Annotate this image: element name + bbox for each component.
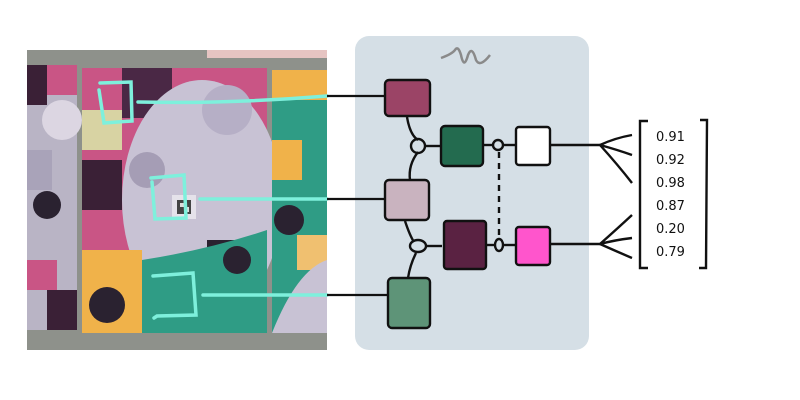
hidden-node-1 [439,124,485,168]
output-node-1 [514,125,552,167]
output-value: 0.79 [656,245,685,260]
highlight-box-middle [149,173,188,221]
output-value: 0.98 [656,176,685,191]
input-node-2 [383,178,431,222]
input-connectors [327,94,388,297]
input-node-3 [386,276,432,330]
merge-node-2 [408,238,428,254]
wave-squiggle-icon [440,47,491,65]
mural-left-panel [27,65,82,330]
highlight-regions [97,80,329,320]
merge-node-1 [409,137,427,155]
output-node-2 [514,225,552,267]
fanout-top [599,133,633,184]
output-value: 0.92 [656,153,685,168]
fanout-bottom [599,214,633,260]
left-bracket [638,119,648,270]
mural-right-panel [272,70,327,335]
output-value: 0.91 [656,130,685,145]
input-node-1 [383,78,432,118]
output-value: 0.20 [656,222,685,237]
right-bracket [699,118,709,270]
highlight-box-top [97,80,134,125]
network-graph [383,78,709,330]
hidden-node-2 [442,219,488,271]
output-value: 0.87 [656,199,685,214]
output-vector: 0.91 0.92 0.98 0.87 0.20 0.79 [640,120,708,270]
highlight-link-top [136,94,329,105]
gate-node-2 [493,237,505,253]
gate-node-1 [491,138,505,152]
highlight-box-bottom [151,271,198,320]
